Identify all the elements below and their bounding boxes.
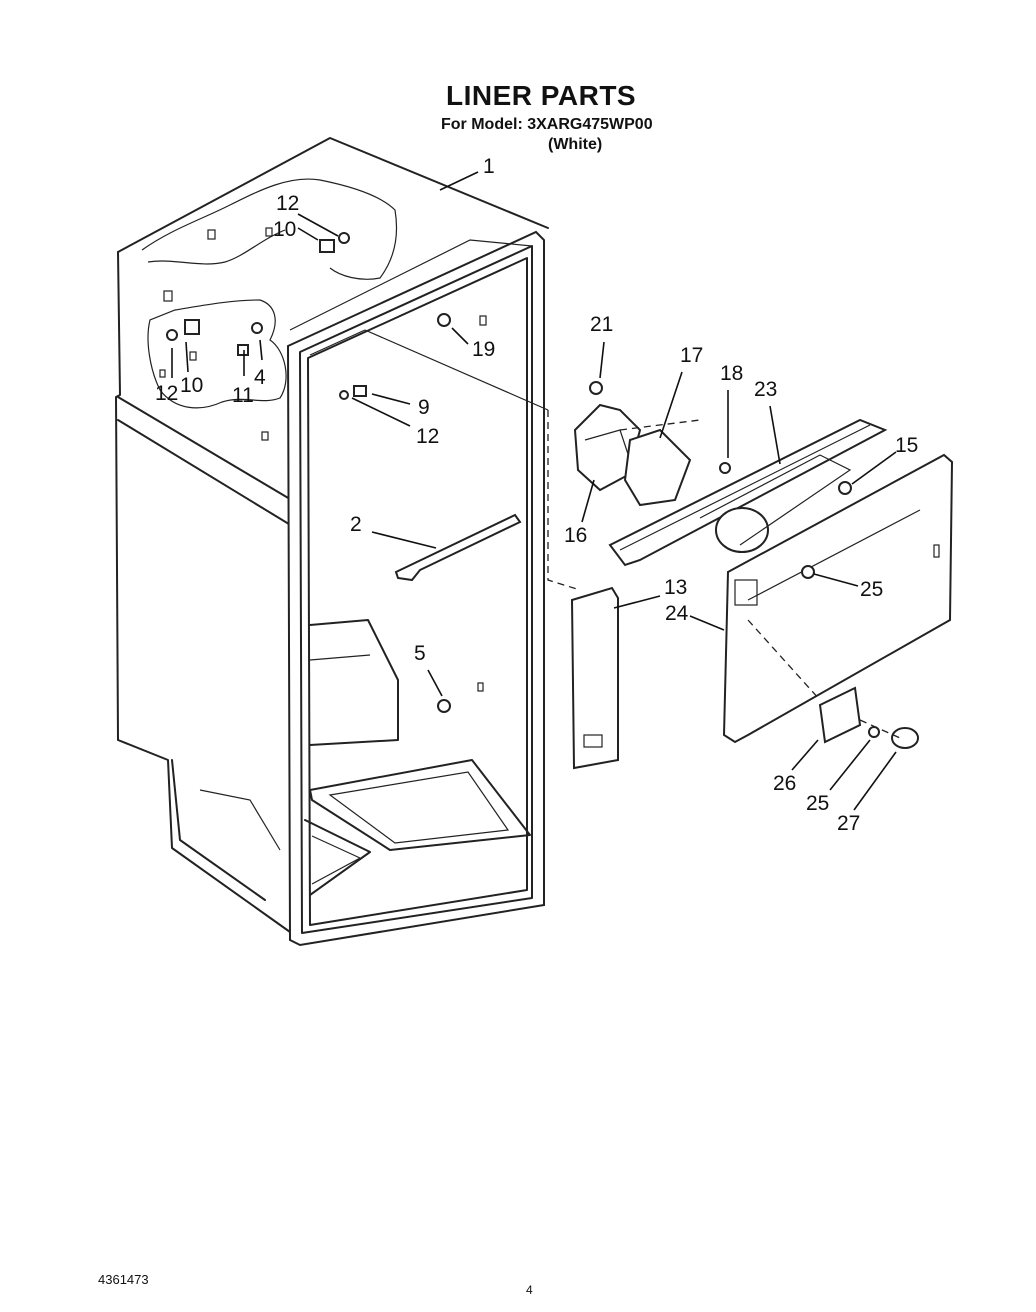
- part-25-screw: [801, 565, 815, 579]
- callout-12-mid: 12: [416, 425, 439, 448]
- page-number: 4: [526, 1283, 533, 1297]
- callout-19: 19: [472, 338, 495, 361]
- part-17-fan-blade: [623, 428, 692, 507]
- part-9-clip: [353, 385, 367, 397]
- callout-25-upper: 25: [860, 578, 883, 601]
- callout-9: 9: [418, 396, 430, 419]
- part-21-screw: [589, 381, 603, 395]
- callout-21: 21: [590, 313, 613, 336]
- part-27-cap: [891, 727, 919, 749]
- part-18-screw: [719, 462, 731, 474]
- callout-11: 11: [232, 384, 254, 407]
- part-19-screw: [437, 313, 451, 327]
- callout-5: 5: [414, 642, 426, 665]
- callout-25-lower: 25: [806, 792, 829, 815]
- callout-24: 24: [665, 602, 689, 625]
- color-variant: (White): [548, 136, 603, 153]
- liner-assembly: [115, 137, 549, 947]
- part-10-clip: [319, 239, 335, 253]
- part-12-screw: [339, 390, 349, 400]
- part-26-plate: [818, 686, 862, 744]
- model-number: For Model: 3XARG475WP00: [441, 116, 653, 133]
- part-12-screw-top: [338, 232, 350, 244]
- callout-23: 23: [754, 378, 777, 401]
- evaporator-cover-panel: [722, 453, 954, 744]
- callout-10-left: 10: [180, 374, 203, 397]
- callout-12-top: 12: [276, 192, 299, 215]
- part-13-drain-trough: [570, 586, 619, 770]
- document-number: 4361473: [98, 1272, 149, 1287]
- part-4-screw: [251, 322, 263, 334]
- fan-shroud: [608, 418, 888, 567]
- callout-1: 1: [483, 155, 495, 178]
- callout-15: 15: [895, 434, 918, 457]
- part-15-screw: [838, 481, 852, 495]
- part-12-screw-left: [166, 329, 178, 341]
- callout-26: 26: [773, 772, 796, 795]
- callout-10-top: 10: [273, 218, 296, 241]
- part-10-clip-left: [184, 319, 200, 335]
- callout-13: 13: [664, 576, 687, 599]
- part-11-clip: [237, 344, 249, 356]
- small-parts: [166, 232, 522, 713]
- fan-motor-assembly: [573, 381, 731, 507]
- callout-27: 27: [837, 812, 860, 835]
- callout-4: 4: [254, 366, 266, 389]
- part-5-screw: [437, 699, 451, 713]
- callout-2: 2: [350, 513, 362, 536]
- callout-18: 18: [720, 362, 743, 385]
- guide-lines: [547, 410, 901, 739]
- part-25-screw-lower: [868, 726, 880, 738]
- callout-12-left: 12: [155, 382, 178, 405]
- part-2-harness: [394, 513, 522, 582]
- callout-labels: 1 12 10 12 10 11 4 19 9 12 2 5 21 17 18 …: [155, 155, 918, 835]
- callout-16: 16: [564, 524, 587, 547]
- page-title: LINER PARTS: [446, 80, 637, 111]
- callout-leaders: [171, 171, 897, 811]
- callout-17: 17: [680, 344, 703, 367]
